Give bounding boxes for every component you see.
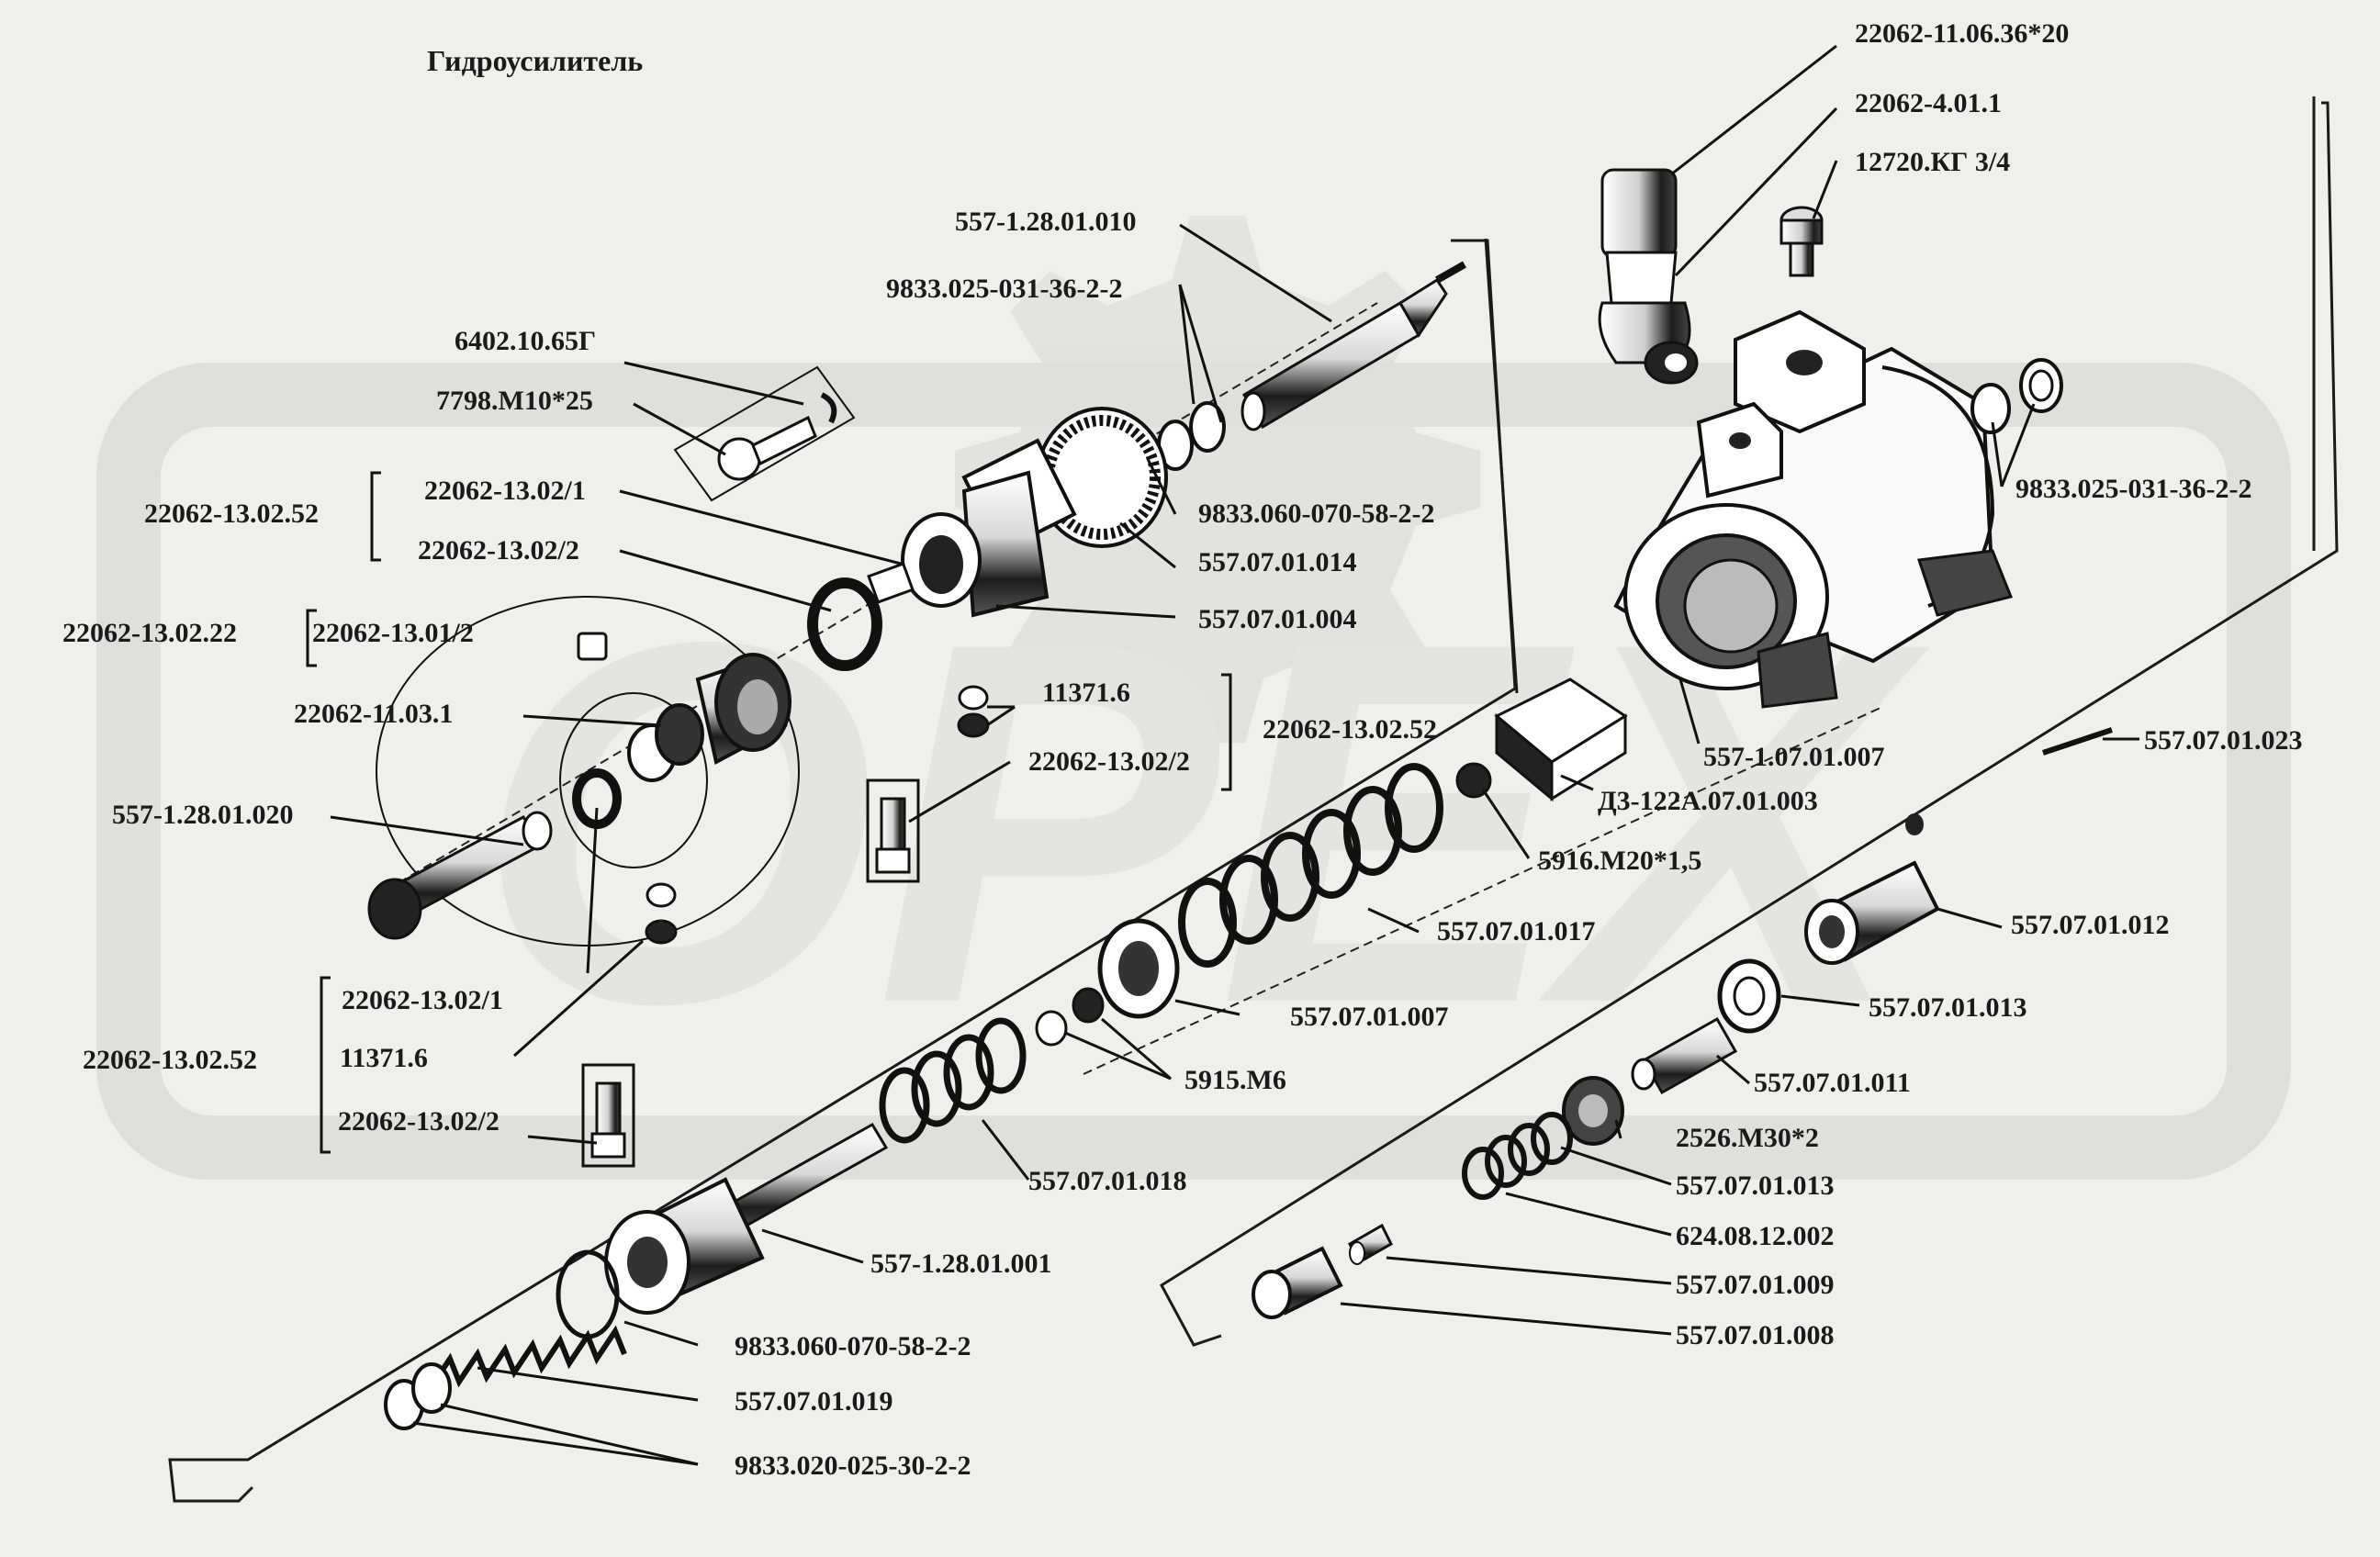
label-557-07-01-008: 557.07.01.008 bbox=[1676, 1320, 1835, 1350]
screw-box-1 bbox=[866, 778, 920, 883]
bolt-12720 bbox=[1779, 206, 1824, 277]
brackets bbox=[306, 471, 1232, 1154]
label-5916-m20: 5916.М20*1,5 bbox=[1538, 846, 1702, 876]
label-9833-060-b: 9833.060-070-58-2-2 bbox=[735, 1331, 971, 1361]
label-557-07-01-011: 557.07.01.011 bbox=[1754, 1068, 1911, 1098]
pin-557-023 bbox=[1905, 727, 2113, 835]
label-9833-025-right: 9833.025-031-36-2-2 bbox=[2015, 474, 2252, 504]
label-557-07-01-014: 557.07.01.014 bbox=[1198, 547, 1357, 577]
valve-557-009 bbox=[1348, 1223, 1393, 1265]
rod-upper bbox=[1157, 261, 1466, 471]
label-22062-4-01-1: 22062-4.01.1 bbox=[1855, 88, 2002, 118]
label-22062-13-02-2-a: 22062-13.02/2 bbox=[418, 535, 579, 566]
label-7798-m10: 7798.М10*25 bbox=[436, 386, 593, 416]
label-557-1-28-01-001: 557-1.28.01.001 bbox=[870, 1249, 1052, 1279]
label-12720-kg: 12720.КГ 3/4 bbox=[1855, 147, 2011, 177]
label-557-1-07-01-007: 557-1.07.01.007 bbox=[1703, 742, 1885, 772]
plug-557-008 bbox=[1252, 1246, 1343, 1319]
label-557-07-01-004: 557.07.01.004 bbox=[1198, 604, 1357, 634]
label-9833-060-a: 9833.060-070-58-2-2 bbox=[1198, 498, 1435, 529]
label-6402-10-65g: 6402.10.65Г bbox=[455, 326, 597, 356]
label-557-07-01-019: 557.07.01.019 bbox=[735, 1386, 893, 1417]
spring-557-019 bbox=[429, 1325, 627, 1388]
label-22062-13-02-52-b: 22062-13.02.52 bbox=[1263, 714, 1437, 745]
label-22062-13-02-2-c: 22062-13.02/2 bbox=[338, 1106, 500, 1137]
label-22062-13-02-2-b: 22062-13.02/2 bbox=[1028, 746, 1190, 777]
label-2526-m30: 2526.М30*2 bbox=[1676, 1123, 1819, 1153]
washer-557-007 bbox=[1097, 918, 1180, 1019]
nuts-5915 bbox=[1035, 987, 1105, 1047]
spring-557-018 bbox=[879, 1017, 1027, 1144]
label-557-1-28-01-010: 557-1.28.01.010 bbox=[955, 207, 1137, 237]
cylinder-housing bbox=[1613, 309, 2014, 709]
label-557-07-01-007: 557.07.01.007 bbox=[1290, 1002, 1449, 1032]
label-557-07-01-023: 557.07.01.023 bbox=[2144, 725, 2303, 756]
label-557-07-01-009: 557.07.01.009 bbox=[1676, 1270, 1835, 1300]
label-9833-020-025: 9833.020-025-30-2-2 bbox=[735, 1451, 971, 1481]
label-557-07-01-013-a: 557.07.01.013 bbox=[1869, 992, 2027, 1023]
label-22062-13-02-22: 22062-13.02.22 bbox=[62, 618, 237, 648]
spring-557-017 bbox=[1178, 763, 1443, 968]
block-d3 bbox=[1455, 678, 1628, 802]
label-557-07-01-018: 557.07.01.018 bbox=[1028, 1166, 1187, 1196]
label-22062-13-02-1-b: 22062-13.02/1 bbox=[342, 985, 503, 1015]
label-557-1-28-01-020: 557-1.28.01.020 bbox=[112, 800, 294, 830]
label-22062-13-02-52-c: 22062-13.02.52 bbox=[83, 1045, 257, 1075]
label-22062-11-03-1: 22062-11.03.1 bbox=[294, 699, 454, 729]
label-22062-13-02-1-a: 22062-13.02/1 bbox=[424, 476, 586, 506]
nut-2526 bbox=[1562, 1076, 1624, 1146]
label-22062-13-02-52-a: 22062-13.02.52 bbox=[144, 498, 319, 529]
frame-lines bbox=[168, 96, 2339, 1503]
label-11371-6-b: 11371.6 bbox=[340, 1043, 428, 1073]
label-5915-m6: 5915.М6 bbox=[1184, 1065, 1286, 1095]
seals-9833-020 bbox=[384, 1362, 452, 1430]
label-11371-6-a: 11371.6 bbox=[1042, 678, 1130, 708]
label-624-08-12-002: 624.08.12.002 bbox=[1676, 1221, 1835, 1251]
washer-557-013 bbox=[1717, 958, 1781, 1034]
leader-lines bbox=[330, 44, 2139, 1466]
label-557-07-01-013-b: 557.07.01.013 bbox=[1676, 1171, 1835, 1201]
valve-body-upper bbox=[901, 407, 1168, 618]
label-22062-11-06-36: 22062-11.06.36*20 bbox=[1855, 18, 2070, 49]
label-557-07-01-017: 557.07.01.017 bbox=[1437, 916, 1596, 947]
seal-right bbox=[1970, 358, 2063, 434]
clamp-upper bbox=[807, 562, 915, 671]
diagram-title: Гидроусилитель bbox=[427, 44, 644, 77]
sleeve-557-012 bbox=[1804, 860, 1940, 965]
label-22062-13-01-2: 22062-13.01/2 bbox=[312, 618, 474, 648]
rod-lower bbox=[556, 1122, 889, 1339]
elbow-fitting bbox=[1598, 168, 1699, 385]
right-axis-frame bbox=[1160, 101, 2339, 1347]
label-d3-122a: Д3-122А.07.01.003 bbox=[1598, 786, 1818, 816]
screw-box-2 bbox=[581, 1063, 635, 1168]
plunger-557-011 bbox=[1631, 1016, 1738, 1095]
label-9833-025-upper: 9833.025-031-36-2-2 bbox=[886, 274, 1123, 304]
label-557-07-01-012: 557.07.01.012 bbox=[2011, 910, 2170, 940]
spring-624 bbox=[1462, 1112, 1573, 1200]
